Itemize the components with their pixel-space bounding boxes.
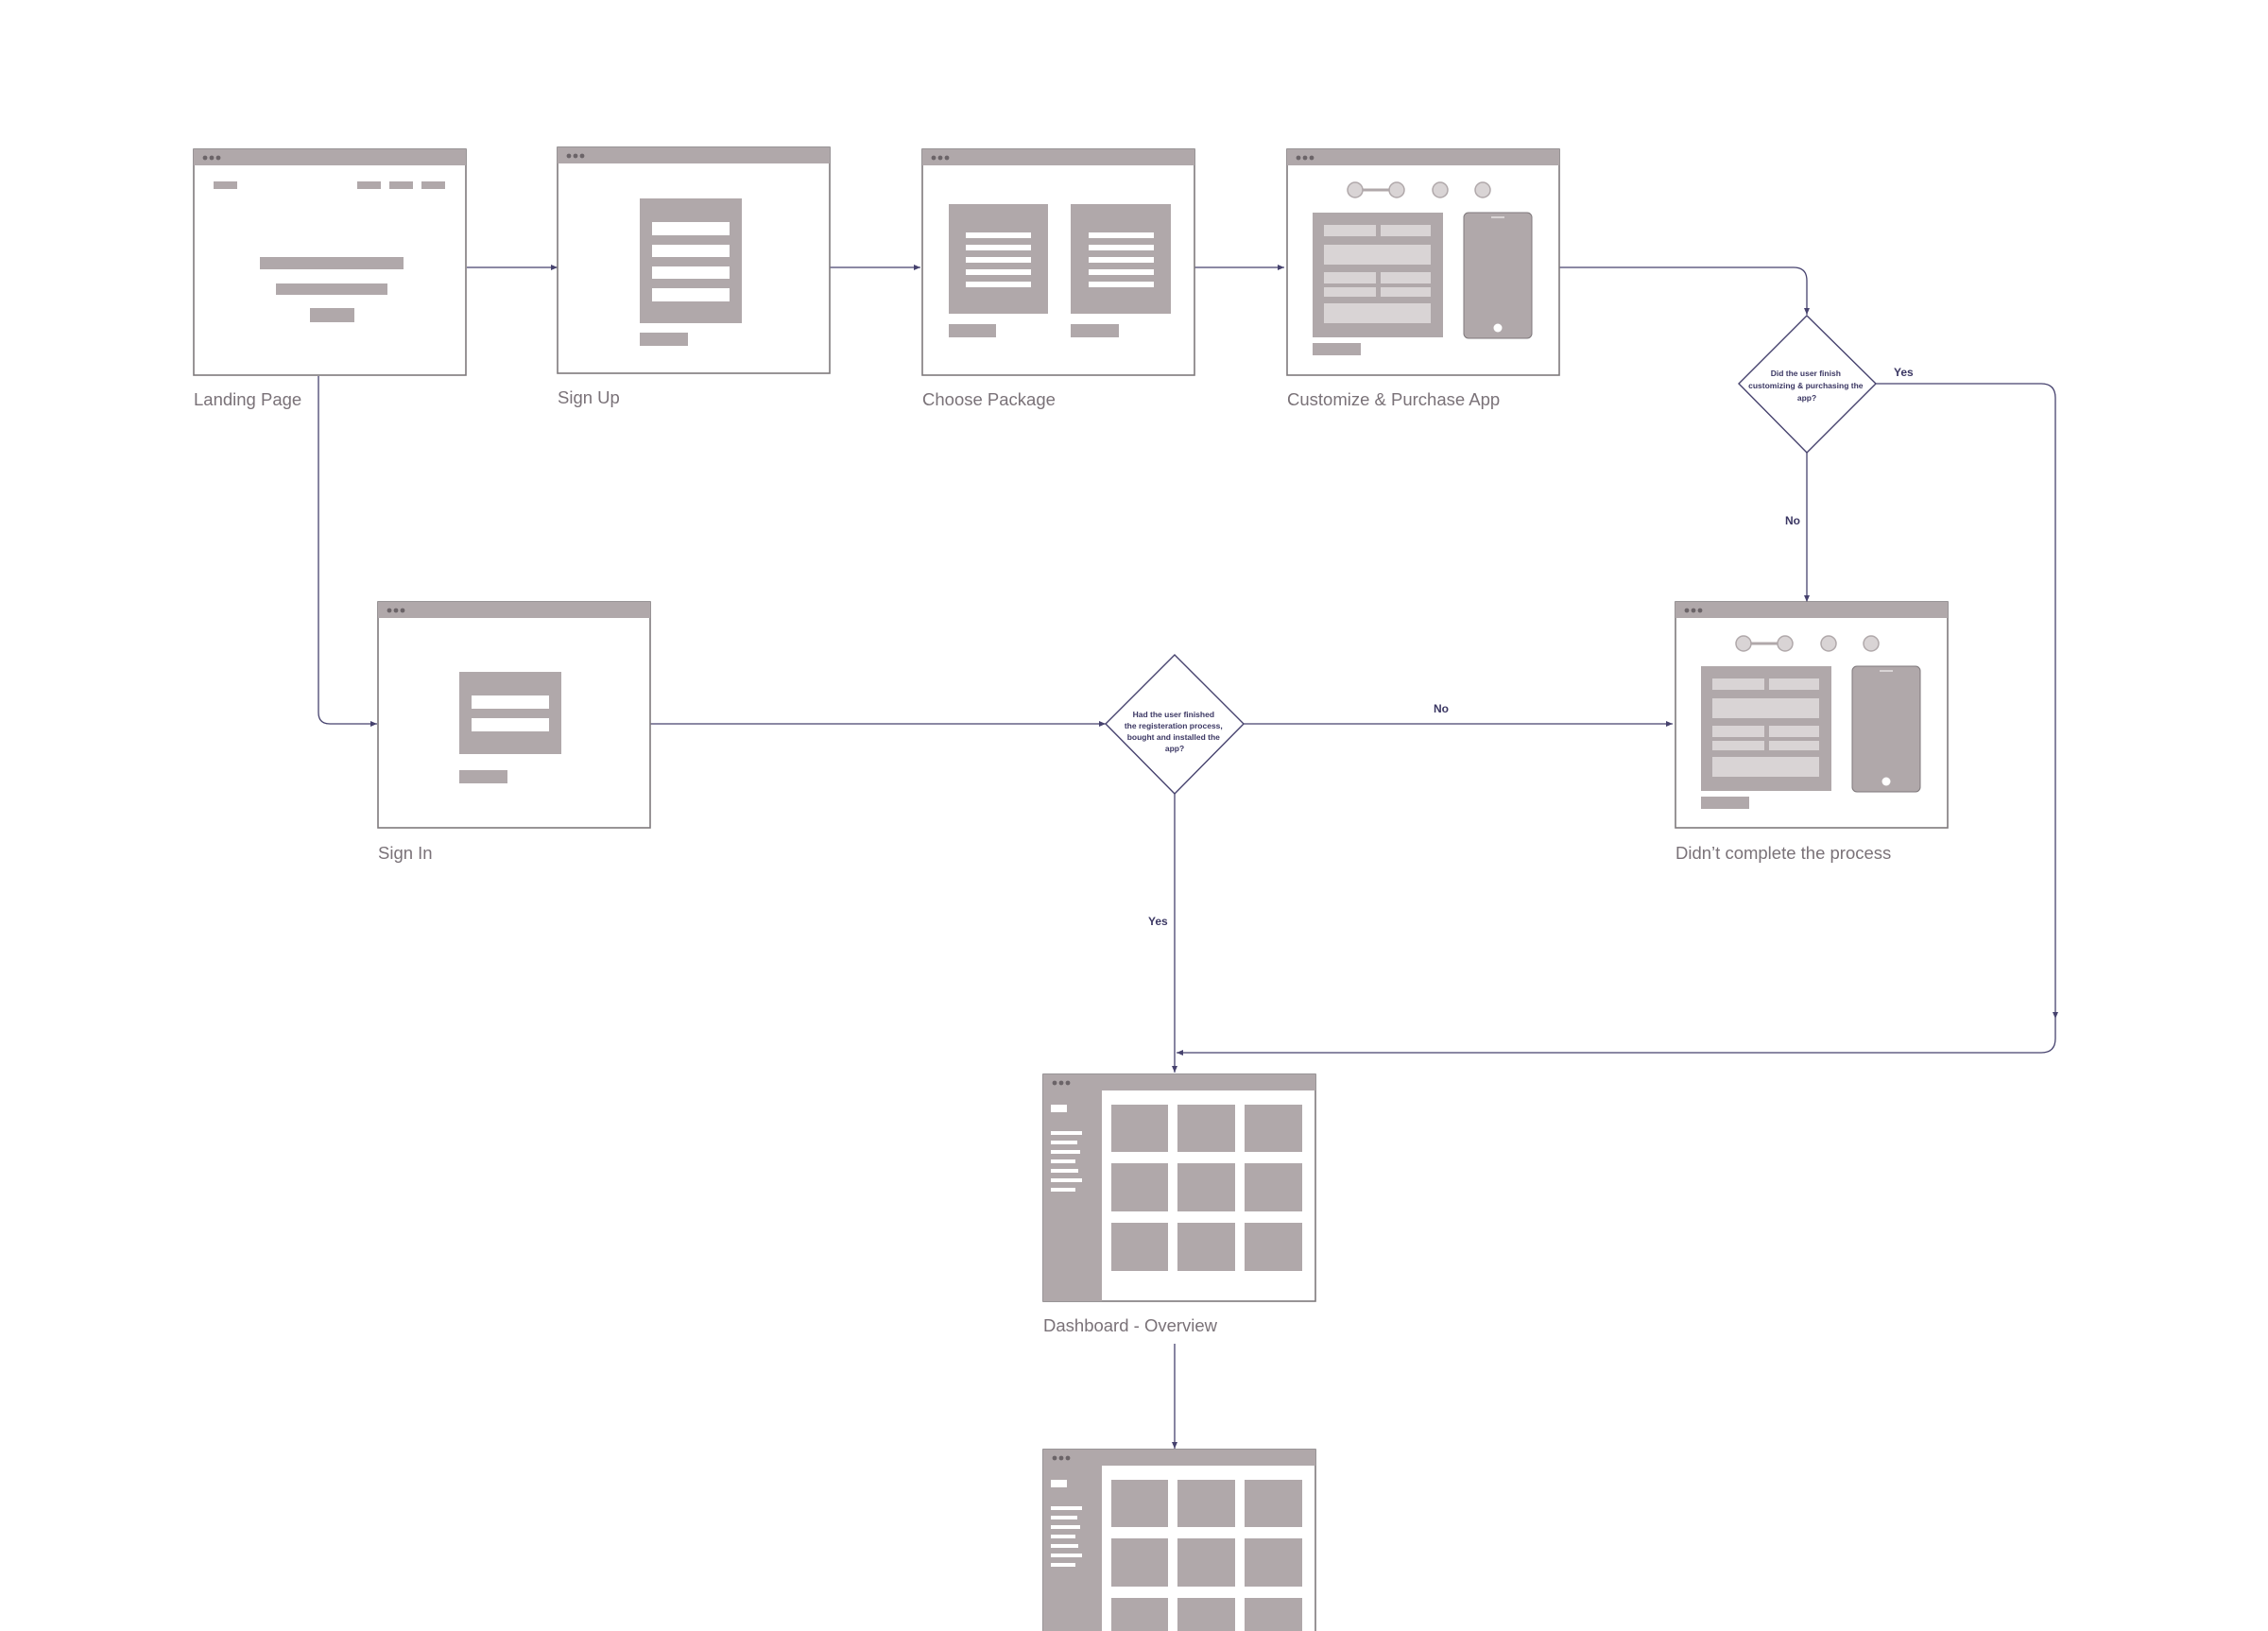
- screen-label: Landing Page: [194, 389, 301, 409]
- edge-customize-to-decision: [1557, 266, 1810, 315]
- screen-label: Sign Up: [558, 387, 620, 407]
- svg-text:Did the user finish cust: Did the user finish customizing & purcha…: [1748, 369, 1865, 403]
- screen-dashboard-overview: Dashboard - Overview: [1042, 1073, 1316, 1335]
- edge-label-no: No: [1434, 702, 1449, 715]
- decision-registration-check: Had the user finished the registeration …: [1105, 654, 1245, 795]
- screen-sign-in: Sign In: [377, 601, 651, 863]
- decision-text-line: the registeration process,: [1125, 721, 1223, 730]
- screen-choose-package: Choose Package: [921, 148, 1195, 409]
- screen-label: Customize & Purchase App: [1287, 389, 1500, 409]
- title-bar: [1043, 1450, 1315, 1466]
- decision-text-line: app?: [1797, 393, 1816, 403]
- edge-label-no: No: [1785, 514, 1800, 527]
- edge-label-yes: Yes: [1148, 915, 1168, 928]
- title-bar: [1675, 602, 1948, 618]
- phone-preview: [1851, 665, 1921, 793]
- screen-incomplete-process: Didn’t complete the process: [1675, 601, 1949, 863]
- edge-label-yes: Yes: [1894, 366, 1914, 379]
- sidebar: [1043, 1090, 1102, 1301]
- screen-customize-purchase: Customize & Purchase App: [1286, 148, 1560, 409]
- svg-text:Had the user finished th: Had the user finished the registeration …: [1125, 710, 1225, 753]
- sidebar: [1043, 1466, 1102, 1631]
- decision-text-line: Had the user finished: [1133, 710, 1214, 719]
- progress-stepper: [1735, 635, 1880, 652]
- decision-text-line: Did the user finish: [1771, 369, 1841, 378]
- title-bar: [558, 147, 830, 163]
- title-bar: [1287, 149, 1559, 165]
- progress-stepper: [1347, 181, 1491, 198]
- connectors: [318, 265, 2058, 1449]
- edge-decision-yes: [1876, 383, 2058, 1019]
- title-bar: [194, 149, 466, 165]
- screen-label: Choose Package: [922, 389, 1056, 409]
- screen-sign-up: Sign Up: [557, 146, 831, 407]
- card-grid: [1111, 1480, 1302, 1631]
- screen-label: Sign In: [378, 843, 433, 863]
- decision-text-line: customizing & purchasing the: [1748, 381, 1864, 390]
- edge-yes-to-dashboard: [1177, 1019, 2056, 1056]
- decision-text-line: bought and installed the: [1127, 732, 1220, 742]
- decision-purchase-check: Did the user finish customizing & purcha…: [1738, 315, 1877, 454]
- screen-label: Didn’t complete the process: [1675, 843, 1891, 863]
- title-bar: [922, 149, 1194, 165]
- screen-label: Dashboard - Overview: [1043, 1315, 1218, 1335]
- title-bar: [1043, 1074, 1315, 1090]
- edge-landing-to-signin: [318, 376, 377, 727]
- decision-text-line: app?: [1165, 744, 1184, 753]
- phone-preview: [1463, 212, 1533, 339]
- title-bar: [378, 602, 650, 618]
- screen-dashboard-next: [1042, 1449, 1316, 1631]
- card-grid: [1111, 1105, 1302, 1271]
- screen-landing-page: Landing Page: [193, 148, 467, 409]
